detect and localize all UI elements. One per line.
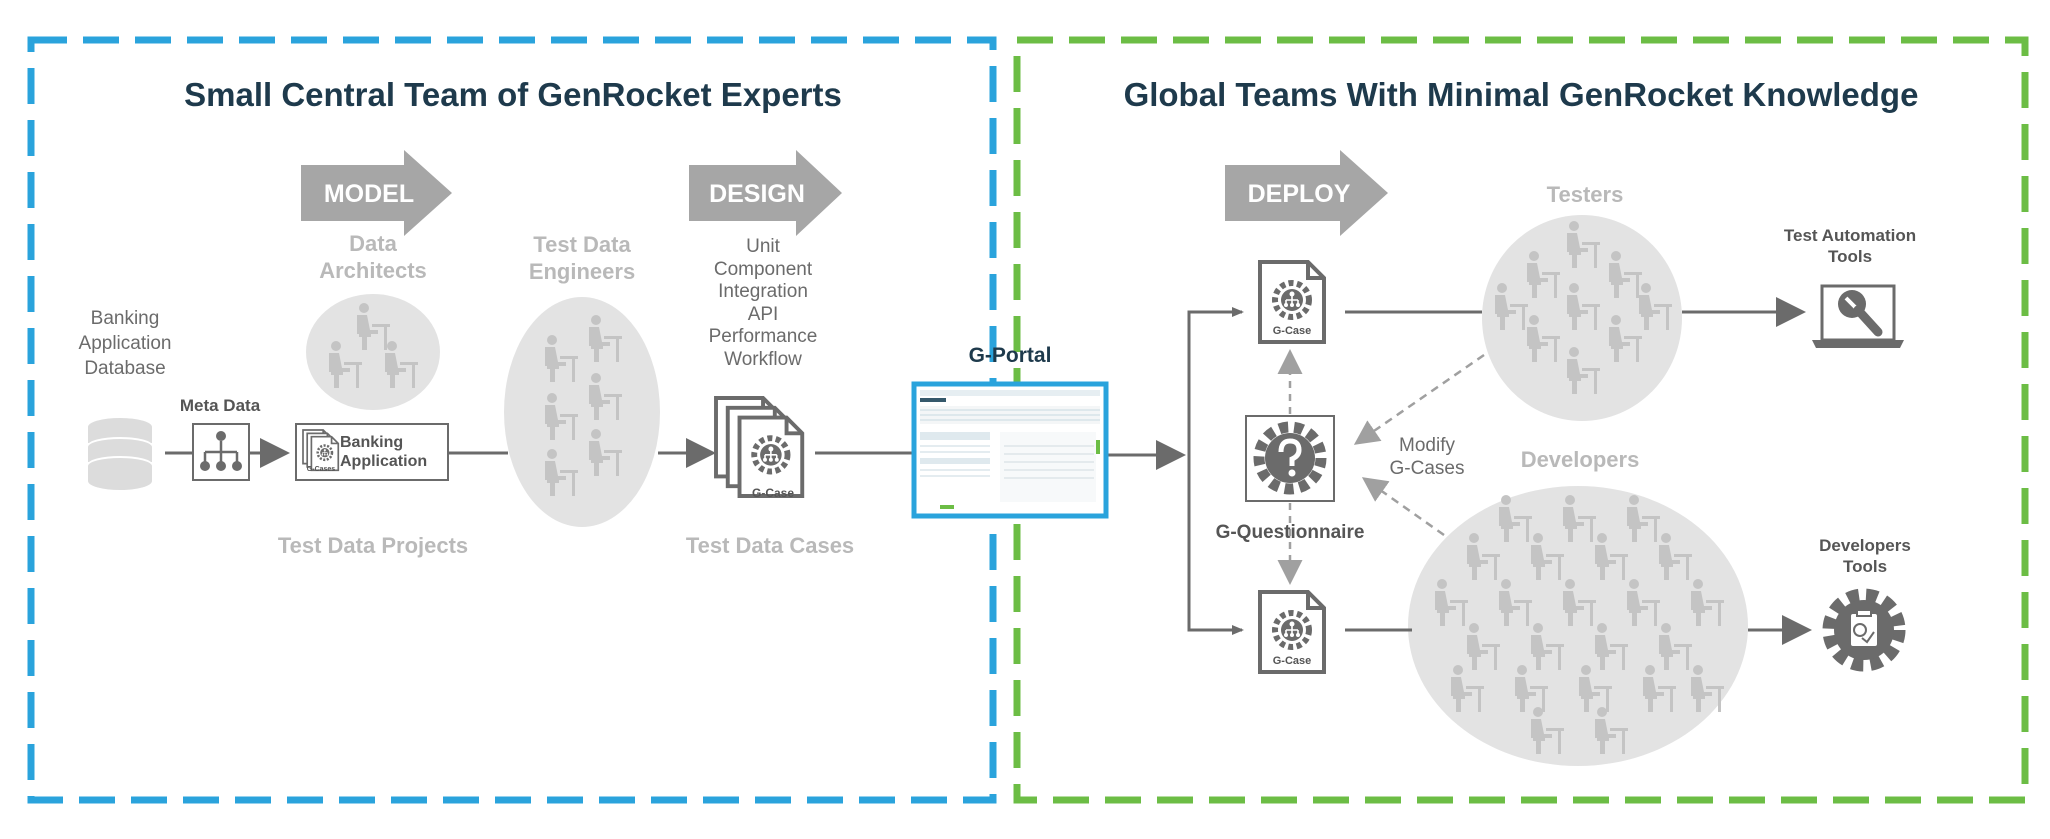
developers-to-q-dashed (1361, 477, 1445, 537)
design-label: DESIGN (709, 180, 805, 208)
test-automation-tools-icon (1812, 284, 1904, 348)
hierarchy-icon (192, 423, 250, 481)
developers-tools-label: Developers Tools (1819, 536, 1911, 576)
data-architects-label: Data Architects (319, 231, 427, 283)
gquestionnaire-label: G-Questionnaire (1215, 522, 1365, 543)
gportal-thumbnail (911, 381, 1109, 519)
gcases-mini-label: G-Cases (306, 466, 336, 473)
gcase-top-label: G-Case (1272, 325, 1312, 337)
deploy-label: DEPLOY (1247, 180, 1351, 208)
left-section-border (27, 36, 997, 804)
developers-label: Developers (1520, 447, 1640, 472)
deploy-arrow (1225, 150, 1388, 236)
banking-app-label: Banking Application (340, 434, 428, 470)
testers-to-q-dashed (1353, 353, 1485, 445)
design-arrow (689, 150, 842, 236)
test-data-engineers-label: Test Data Engineers (528, 232, 636, 284)
gcase-stack-icon (716, 398, 802, 496)
test-data-cases-label: Test Data Cases (685, 533, 855, 558)
gcase-bottom-label: G-Case (1272, 655, 1312, 667)
banking-db-label: Banking Application Database (78, 308, 172, 379)
gportal-title: G-Portal (968, 344, 1052, 367)
data-architects-cluster (306, 294, 440, 410)
gquestionnaire-icon (1245, 415, 1335, 502)
testers-label: Testers (1546, 182, 1624, 207)
gcase-stack-label: G-Case (751, 486, 795, 500)
modify-gcases-label: Modify G-Cases (1389, 435, 1465, 479)
meta-data-label: Meta Data (179, 396, 261, 415)
model-arrow (301, 150, 452, 236)
developers-tools-icon (1822, 588, 1906, 672)
right-section-title: Global Teams With Minimal GenRocket Know… (1123, 76, 1919, 113)
database-icon (88, 418, 152, 490)
test-automation-tools-label: Test Automation Tools (1783, 226, 1917, 266)
deploy-branch-lines (1187, 310, 1242, 632)
model-label: MODEL (323, 180, 415, 208)
test-data-projects-label: Test Data Projects (277, 533, 469, 558)
left-section-title: Small Central Team of GenRocket Experts (184, 76, 842, 113)
test-data-engineers-cluster (504, 297, 660, 527)
testers-cluster (1482, 215, 1682, 421)
test-types-label: Unit Component Integration API Performan… (708, 236, 818, 370)
